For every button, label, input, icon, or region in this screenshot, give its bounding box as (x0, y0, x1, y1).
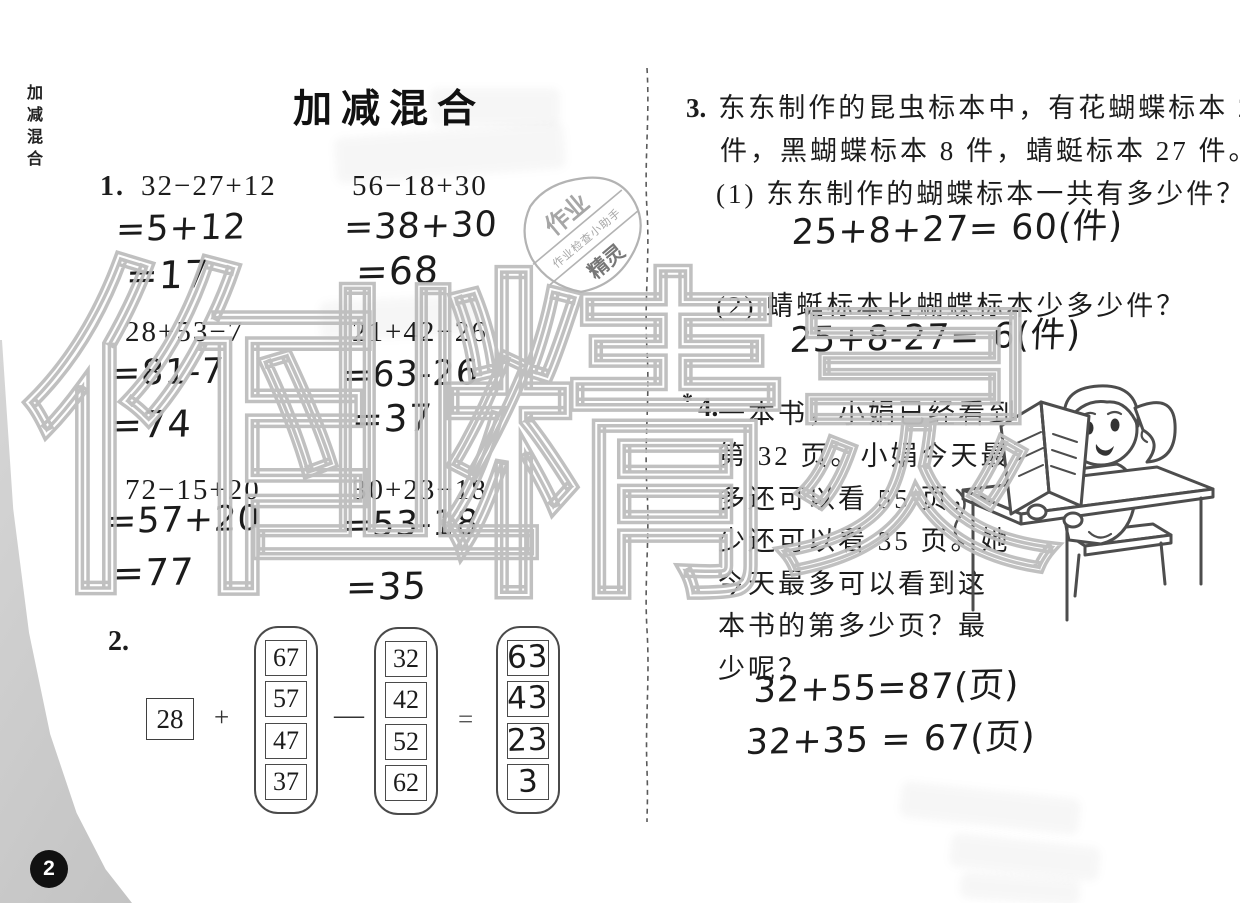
star-mark: * (682, 388, 696, 413)
exercise-block: 21+42−26 =63-26 =37 (341, 316, 582, 466)
plus-sign: + (214, 702, 230, 732)
problem-4: *4. 一本书，小娟已经看到 第 32 页。小娟今天最 多还可以看 55 页，最… (668, 388, 1228, 790)
sidebar-label: 加减混合 (24, 84, 41, 172)
problem-text: 本书的第多少页？最 (718, 611, 988, 641)
option-cell: 32 (385, 641, 427, 677)
equals-sign: = (458, 704, 474, 734)
option-cell: 42 (385, 682, 427, 719)
problem-text: 多还可以看 55 页，最 (718, 484, 1011, 514)
printed-expression: 56−18+30 (352, 170, 488, 202)
options-column-add: 67 57 47 37 (254, 626, 318, 814)
handwritten-step: =63-26 (341, 353, 480, 397)
exercise-block: 30+23−18 =53-18 =35 (341, 474, 582, 624)
printed-expression: 28+53−7 (125, 316, 245, 348)
handwritten-step: =74 (109, 402, 194, 448)
problem-text: 件，黑蝴蝶标本 8 件，蜻蜓标本 27 件。 (720, 136, 1240, 166)
problem-text: 第 32 页。小娟今天最 (718, 441, 1011, 471)
option-cell: 52 (385, 723, 427, 760)
exercise-block: 72−15+20 =57+20 =77 (106, 474, 355, 624)
problem-number: 4. (698, 392, 719, 422)
girl-reading-illustration (953, 384, 1215, 622)
handwritten-answer: 32+35 = 67(页) (744, 716, 1037, 764)
ghost-mark (948, 832, 1102, 882)
option-cell: 57 (265, 681, 307, 718)
problem-number: 2. (108, 626, 129, 657)
page-number-badge: 2 (30, 850, 68, 888)
problem-text: 一本书，小娟已经看到 (718, 399, 1018, 429)
handwritten-step: =57+20 (106, 498, 262, 543)
handwritten-step: =81-7 (110, 351, 226, 395)
sub-question: (2) 蜻蜓标本比蝴蝶标本少多少件？ (716, 291, 1187, 321)
printed-expression: 21+42−26 (352, 316, 488, 348)
option-cell: 37 (265, 763, 307, 800)
printed-expression: 1.32−27+12 (100, 170, 277, 202)
option-cell: 67 (265, 640, 307, 676)
problem-text: 3.东东制作的昆虫标本中，有花蝴蝶标本 25 (686, 93, 1240, 123)
handwritten-step: =35 (344, 564, 429, 610)
result-cell: 23 (506, 721, 550, 759)
sub-question: (1) 东东制作的蝴蝶标本一共有多少件？ (716, 179, 1240, 209)
problem-text: 少呢？ (718, 654, 808, 684)
page-title: 加减混合 (293, 88, 486, 131)
options-column-sub: 32 42 52 62 (374, 627, 438, 815)
handwritten-step: =68 (354, 248, 441, 295)
stamp-brand: 精灵 (583, 239, 630, 284)
result-cell: 3 (507, 763, 549, 800)
problem-number: 3. (686, 93, 707, 123)
option-cell: 47 (265, 722, 307, 759)
exercise-block: 56−18+30 =38+30 =68 (343, 170, 582, 320)
handwritten-answer: 25+8+27= 60(件) (790, 206, 1125, 254)
handwritten-step: =53-18 (341, 503, 480, 547)
result-cell: 43 (506, 679, 550, 718)
exercise-block: 1.32−27+12 =5+12 =17 (100, 170, 330, 320)
ghost-mark (959, 871, 1081, 903)
handwritten-step: =17 (124, 252, 211, 299)
printed-expression: 72−15+20 (125, 474, 261, 506)
exercise-block: 28+53−7 =81-7 =74 (110, 316, 355, 466)
handwritten-answer: 32+55=87(页) (752, 665, 1021, 712)
handwritten-step: =37 (350, 396, 435, 442)
result-cell: 63 (506, 638, 550, 676)
handwritten-step: =77 (111, 550, 196, 596)
option-cell: 62 (385, 764, 427, 801)
problem-text: *4. (682, 388, 730, 423)
handwritten-step: =38+30 (343, 204, 499, 249)
problem-3: 3.东东制作的昆虫标本中，有花蝴蝶标本 25 件，黑蝴蝶标本 8 件，蜻蜓标本 … (668, 82, 1240, 382)
result-column: 63 43 23 3 (496, 626, 560, 814)
handwritten-step: =5+12 (115, 207, 248, 251)
problem-number: 1. (100, 171, 125, 202)
problem-text: 今天最多可以看到这 (718, 569, 988, 599)
addend-box: 28 (146, 698, 194, 740)
minus-sign: — (334, 698, 364, 731)
printed-expression: 30+23−18 (352, 474, 488, 506)
center-divider (645, 67, 649, 823)
handwritten-answer: 25+8-27= 6(件) (788, 314, 1083, 362)
